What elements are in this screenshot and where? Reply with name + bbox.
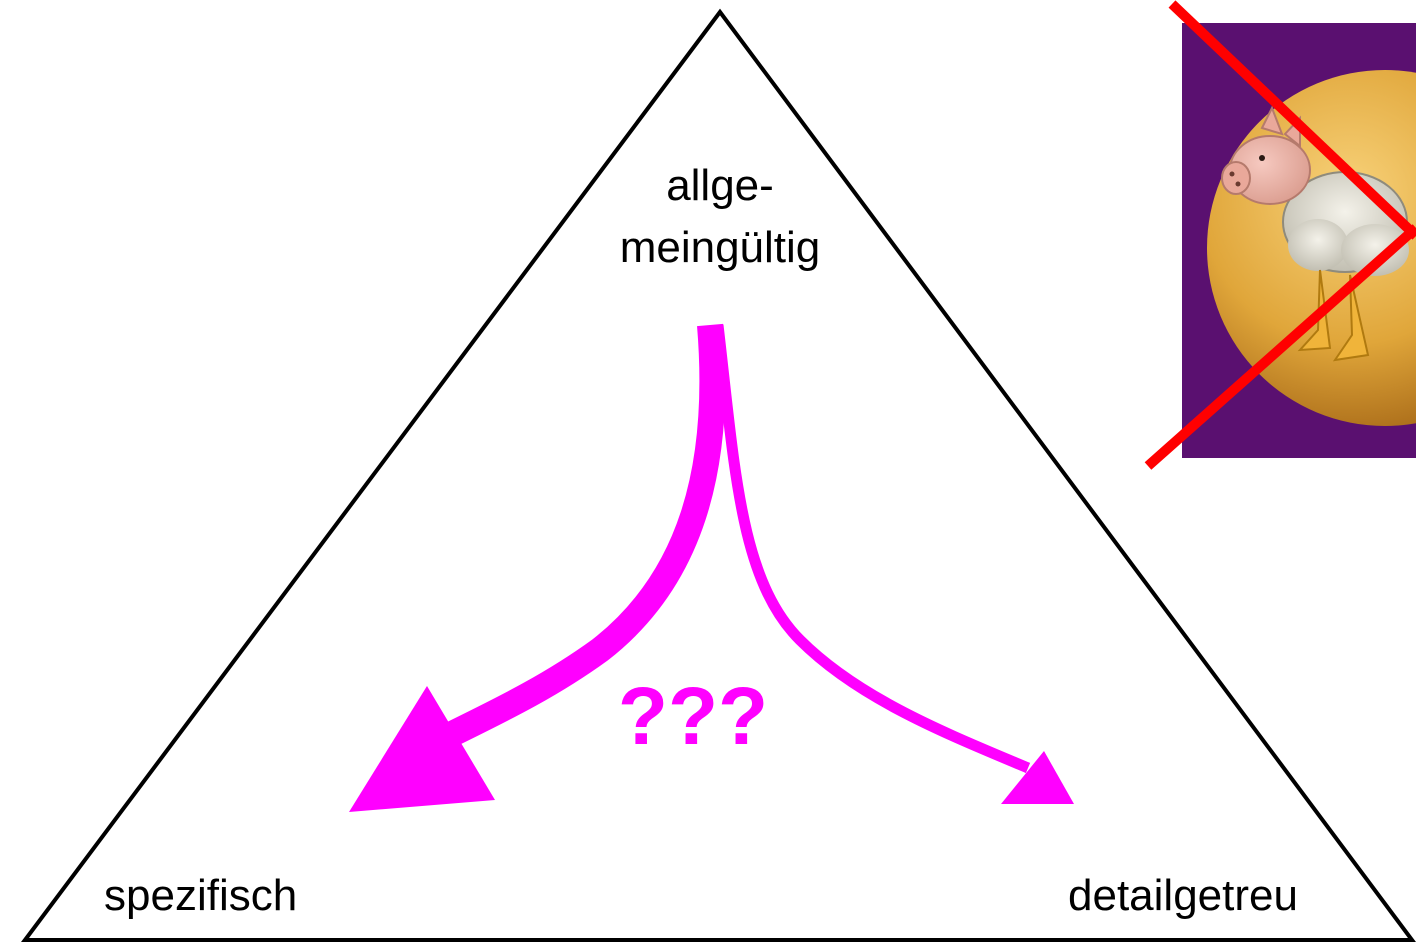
crossed-out-picture: [1144, 0, 1416, 470]
label-top-line1: allge-: [666, 161, 774, 210]
label-top-line2: meingültig: [620, 223, 821, 272]
question-marks: ???: [618, 671, 768, 762]
arrow-to-detailed-head: [1001, 751, 1074, 804]
triangle-outline: [21, 8, 1416, 942]
cross-line-upper: [1168, 0, 1416, 240]
arrow-to-detailed-shaft: [712, 324, 1031, 774]
arrow-to-specific-shaft: [434, 323, 726, 752]
arrow-to-specific-head: [349, 686, 495, 812]
label-bottom-left: spezifisch: [104, 871, 297, 920]
label-bottom-right: detailgetreu: [1068, 871, 1298, 920]
cross-line-lower: [1144, 224, 1416, 470]
